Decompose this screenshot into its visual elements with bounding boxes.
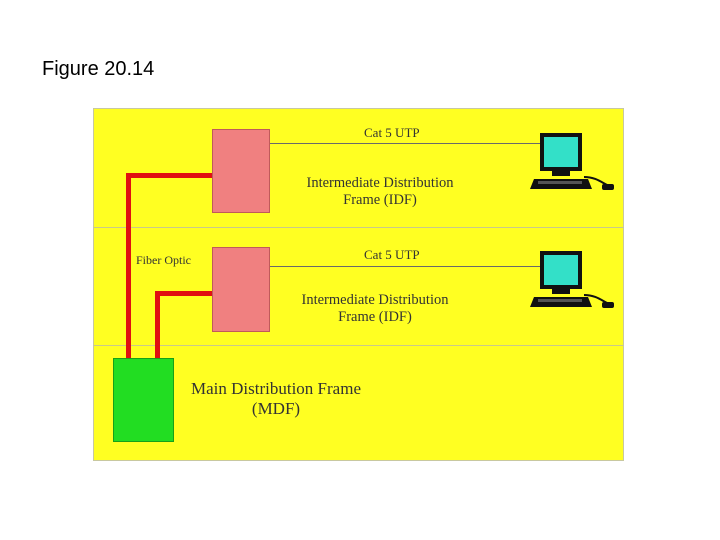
mdf-label-line1: Main Distribution Frame [191, 379, 361, 398]
utp-cable-upper [270, 143, 540, 144]
figure-title: Figure 20.14 [42, 58, 155, 80]
idf-label-lower-line1: Intermediate Distribution [301, 292, 449, 308]
idf-label-upper-line2: Frame (IDF) [343, 191, 417, 208]
fiber-run-lower-vertical [155, 291, 160, 361]
fiber-run-upper-horizontal [126, 173, 214, 178]
idf-label-lower: Intermediate Distribution Frame (IDF) [284, 292, 466, 325]
fiber-run-upper-vertical [126, 173, 131, 361]
idf-label-lower-line2: Frame (IDF) [338, 308, 412, 325]
computer-workstation-icon [530, 133, 614, 190]
utp-label-upper: Cat 5 UTP [364, 125, 420, 140]
network-diagram: Fiber Optic Cat 5 UTP Intermediate Distr… [93, 108, 624, 461]
mdf-box [113, 358, 174, 442]
utp-label-lower: Cat 5 UTP [364, 247, 420, 262]
floor-divider-upper [94, 227, 623, 228]
computer-workstation-icon [530, 251, 614, 308]
utp-cable-lower [270, 266, 540, 267]
idf-label-upper: Intermediate Distribution Frame (IDF) [289, 175, 471, 208]
mdf-label-line2: (MDF) [251, 398, 301, 418]
mdf-label: Main Distribution Frame (MDF) [176, 379, 376, 418]
floor-divider-lower [94, 345, 623, 346]
fiber-run-lower-horizontal [155, 291, 213, 296]
fiber-optic-label: Fiber Optic [136, 253, 191, 267]
idf-label-upper-line1: Intermediate Distribution [306, 175, 454, 191]
idf-lower-box [212, 247, 270, 332]
idf-upper-box [212, 129, 270, 213]
